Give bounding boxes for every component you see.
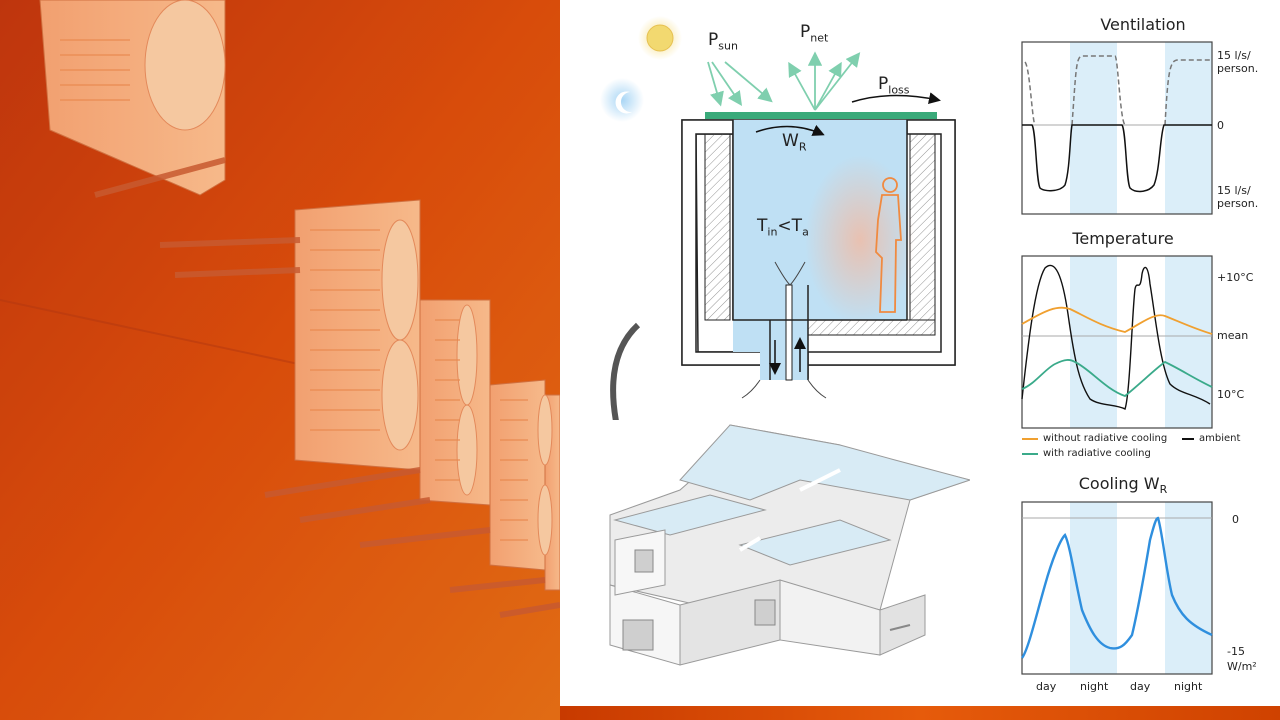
temperature-ytick-mean: mean	[1217, 329, 1249, 342]
ventilation-chart	[1021, 41, 1213, 215]
cooling-title: Cooling WR	[1078, 474, 1168, 497]
cooling-ytick-zero: 0	[1232, 513, 1239, 526]
ventilation-ytick-zero: 0	[1217, 119, 1224, 132]
legend-ambient: ambient	[1182, 433, 1240, 444]
temperature-relation-label: Tin<Ta	[757, 216, 809, 239]
figure-panel: Psun Pnet Ploss WR Tin<Ta Ventilation	[560, 0, 1280, 706]
ventilation-ytick-top: 15 l/s/ person.	[1217, 49, 1259, 75]
p-loss-label: Ploss	[878, 74, 910, 97]
night-band	[1165, 502, 1212, 674]
x-label-night-1: night	[1080, 680, 1109, 693]
temperature-ytick-top: +10°C	[1217, 271, 1254, 284]
temperature-chart	[1021, 255, 1213, 429]
building-isometric	[609, 424, 970, 666]
sun-rays	[707, 61, 773, 107]
p-sun-label: Psun	[708, 30, 738, 53]
bottom-photo-strip	[560, 706, 1280, 720]
temperature-ambient-series	[1021, 264, 1211, 410]
w-r-label: WR	[782, 131, 807, 154]
cooling-chart	[1020, 501, 1213, 675]
x-label-day-2: day	[1130, 680, 1151, 693]
ventilation-ytick-bottom: 15 l/s/ person.	[1217, 184, 1259, 210]
night-band	[1165, 256, 1212, 428]
night-band	[1165, 42, 1212, 214]
cooling-ytick-unit: W/m²	[1227, 660, 1257, 673]
emission-rays	[788, 51, 861, 111]
temperature-title: Temperature	[1072, 229, 1174, 248]
temperature-ytick-bottom: 10°C	[1217, 388, 1245, 401]
temperature-without-cooling-series	[1021, 306, 1213, 335]
p-net-label: Pnet	[800, 22, 829, 45]
cooling-series	[1020, 516, 1213, 659]
air-conditioner-photo	[0, 0, 560, 720]
curved-arrow	[610, 322, 641, 420]
x-label-night-2: night	[1174, 680, 1203, 693]
radiative-cooling-schematic	[600, 16, 956, 420]
night-band	[1070, 42, 1117, 214]
x-label-day-1: day	[1036, 680, 1057, 693]
temperature-with-cooling-series	[1021, 359, 1213, 398]
ventilation-series	[1022, 124, 1212, 193]
legend-without-cooling: without radiative cooling	[1022, 433, 1167, 444]
night-band	[1070, 256, 1117, 428]
moon-icon	[600, 78, 644, 122]
cooling-ytick-min: -15	[1227, 645, 1245, 658]
ventilation-title: Ventilation	[1100, 15, 1186, 34]
ventilation-dashed-series	[1024, 55, 1210, 126]
legend-with-cooling: with radiative cooling	[1022, 448, 1151, 459]
person-figure	[875, 177, 902, 313]
radiative-panel	[705, 112, 937, 119]
